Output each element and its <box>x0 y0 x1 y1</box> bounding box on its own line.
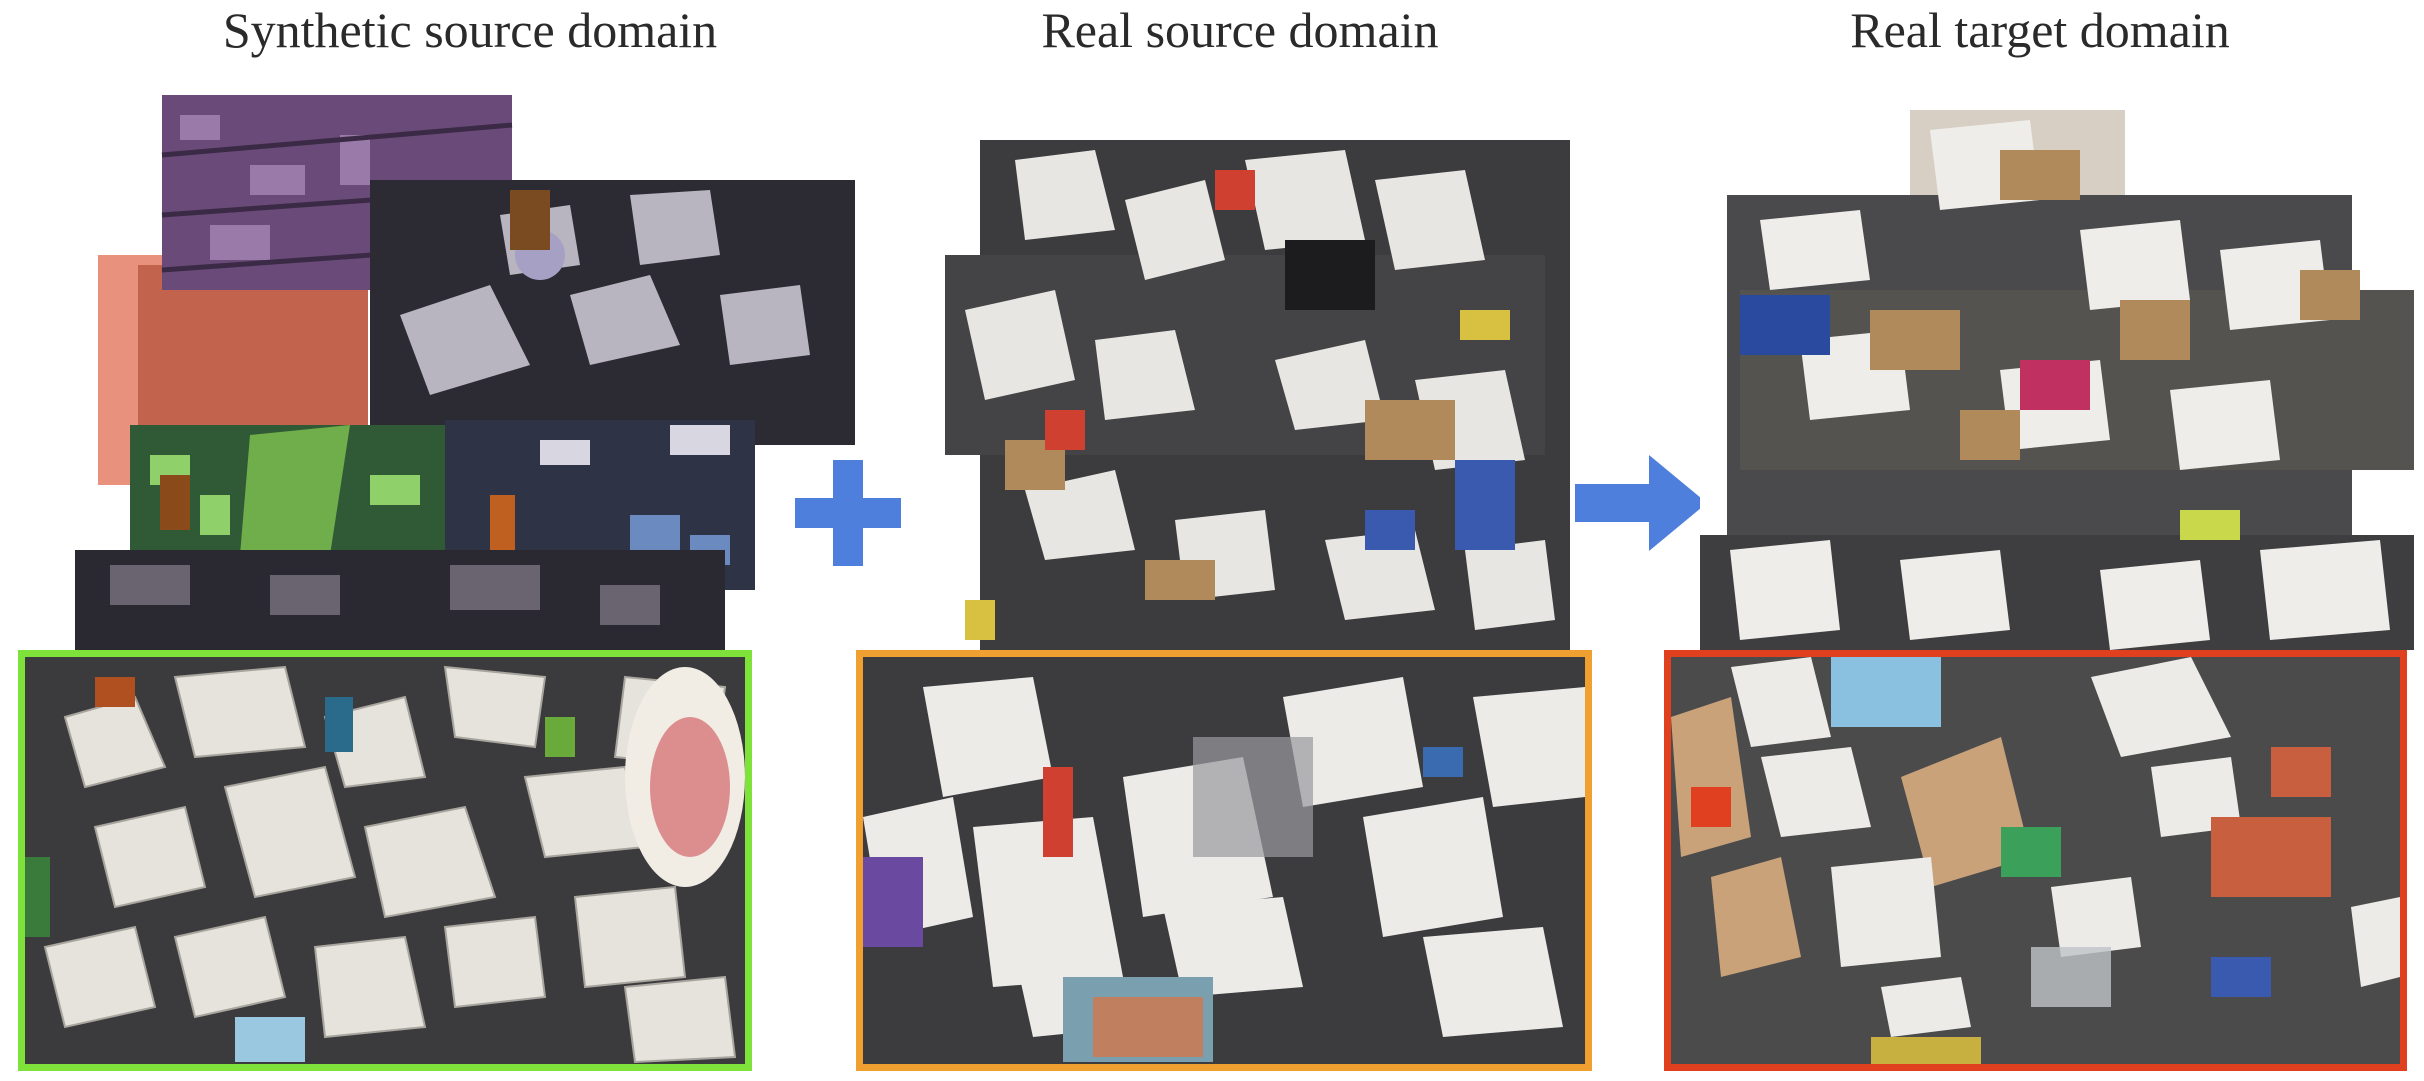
real-source-sample-image <box>863 657 1585 1064</box>
real-source-collage <box>945 140 1570 650</box>
title-synthetic-source-domain: Synthetic source domain <box>222 2 718 58</box>
synthetic-sample-frame <box>18 650 752 1071</box>
real-target-sample-frame <box>1664 650 2407 1071</box>
synthetic-sample-image <box>25 657 745 1064</box>
synthetic-collage <box>70 95 860 650</box>
real-target-collage-image <box>1700 110 2414 650</box>
title-real-target-domain: Real target domain <box>1850 2 2230 58</box>
real-source-collage-image <box>945 140 1570 650</box>
synthetic-collage-image <box>75 95 855 650</box>
real-target-sample-image <box>1671 657 2400 1064</box>
real-source-sample-frame <box>856 650 1592 1071</box>
plus-icon <box>795 460 901 566</box>
title-real-source-domain: Real source domain <box>1041 2 1439 58</box>
real-target-collage <box>1700 110 2414 650</box>
arrow-right-icon <box>1575 455 1707 551</box>
